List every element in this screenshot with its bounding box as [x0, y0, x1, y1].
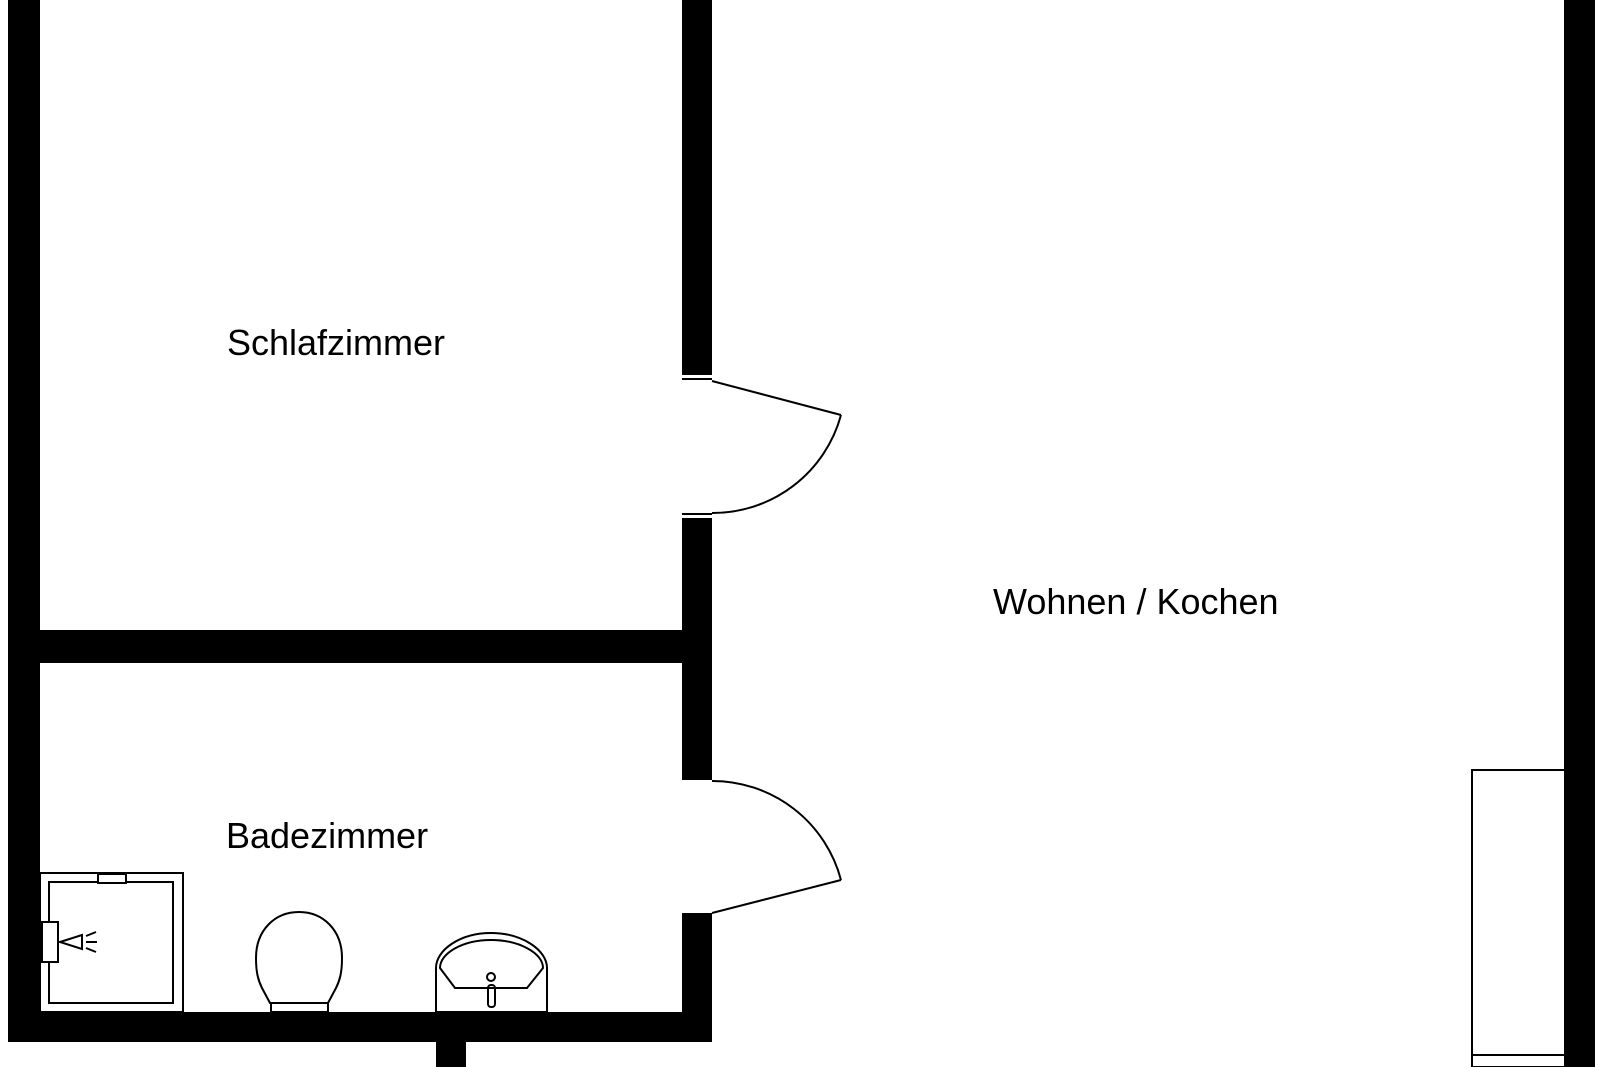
bathroom-door-leaf [711, 879, 842, 914]
washbasin-inner [438, 938, 545, 989]
shower-drain [97, 873, 127, 884]
washbasin-tap [487, 984, 496, 1008]
toilet [254, 910, 344, 1013]
bedroom-door [711, 380, 842, 515]
wall-interior-middle [682, 518, 712, 780]
bathroom-door [711, 779, 842, 914]
wall-bedroom-bath [8, 630, 712, 663]
bathroom-door-swing-arc [711, 779, 842, 881]
walls [8, 0, 1595, 1067]
wall-interior-lower [682, 915, 712, 1042]
room-label-living-kitchen: Wohnen / Kochen [993, 581, 1279, 622]
bedroom-door-swing-arc [711, 414, 842, 515]
wall-stub-bottom [436, 1040, 466, 1067]
toilet-tank [270, 1002, 329, 1013]
washbasin-drain [486, 972, 496, 982]
wall-outer-left [8, 0, 40, 1040]
room-label-bedroom: Schlafzimmer [227, 322, 445, 363]
toilet-bowl [254, 910, 344, 1004]
shower-spray-icon [56, 931, 97, 953]
shower-tray [39, 872, 184, 1013]
washbasin [435, 931, 548, 1013]
room-label-bathroom: Badezimmer [226, 815, 428, 856]
shower-head [41, 921, 59, 963]
bedroom-door-leaf [711, 380, 842, 416]
wall-outer-right [1564, 0, 1595, 1067]
door-jambs [682, 378, 712, 915]
wall-interior-upper [682, 0, 712, 375]
kitchen-counter [1471, 769, 1566, 1067]
wall-bottom [8, 1012, 712, 1042]
